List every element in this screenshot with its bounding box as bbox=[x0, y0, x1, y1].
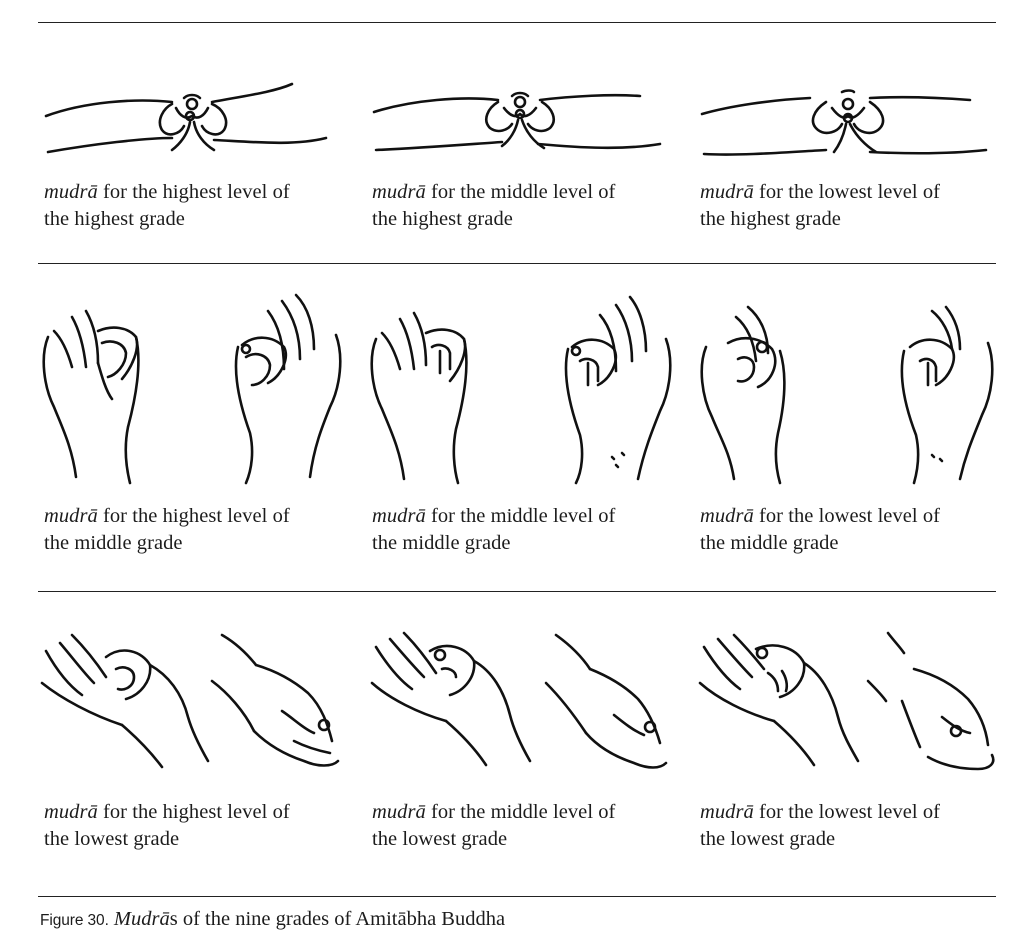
caption: mudrā for the lowest level of the highes… bbox=[700, 179, 1000, 233]
caption-mudra-term: mudrā bbox=[700, 505, 754, 527]
meditation-hands-icon bbox=[44, 68, 344, 168]
caption-text-line2: the middle grade bbox=[700, 532, 839, 554]
caption: mudrā for the lowest level of the middle… bbox=[700, 503, 1000, 557]
mudra-cell-middle-middle: mudrā for the middle level of the middle… bbox=[344, 263, 674, 591]
row-highest-grade: mudrā for the highest level of the highe… bbox=[0, 22, 1027, 262]
lowered-hands-pair-icon bbox=[360, 621, 680, 781]
caption: mudrā for the middle level of the highes… bbox=[372, 179, 672, 233]
caption-text-line2: the middle grade bbox=[372, 532, 511, 554]
caption: mudrā for the highest level of the middl… bbox=[44, 503, 344, 557]
caption-text: for the middle level of bbox=[425, 801, 616, 823]
caption: mudrā for the middle level of the lowest… bbox=[372, 799, 672, 853]
caption-text-line2: the highest grade bbox=[44, 208, 185, 230]
caption: mudrā for the highest level of the lowes… bbox=[44, 799, 344, 853]
caption-text: for the middle level of bbox=[425, 505, 616, 527]
bottom-rule bbox=[38, 896, 996, 897]
figure-caption-text: s of the nine grades of Amitābha Buddha bbox=[169, 908, 506, 930]
row-divider-2 bbox=[38, 591, 996, 592]
caption-text: for the highest level of bbox=[97, 801, 290, 823]
caption-text: for the lowest level of bbox=[753, 505, 941, 527]
figure-caption-term: Mudrā bbox=[113, 908, 170, 930]
mudra-cell-lowest-highest: mudrā for the highest level of the lowes… bbox=[16, 591, 346, 896]
caption: mudrā for the middle level of the middle… bbox=[372, 503, 672, 557]
row-divider-1 bbox=[38, 263, 996, 264]
mudra-cell-highest-lowest: mudrā for the lowest level of the highes… bbox=[672, 22, 1002, 262]
caption-text: for the lowest level of bbox=[753, 181, 941, 203]
mudra-cell-lowest-lowest: mudrā for the lowest level of the lowest… bbox=[672, 591, 1002, 896]
caption-mudra-term: mudrā bbox=[700, 801, 754, 823]
lowered-hands-pair-icon bbox=[688, 621, 1008, 781]
caption-text: for the lowest level of bbox=[753, 801, 941, 823]
caption-text-line2: the lowest grade bbox=[700, 828, 836, 850]
top-rule bbox=[38, 22, 996, 23]
meditation-hands-icon bbox=[700, 68, 1000, 168]
caption-mudra-term: mudrā bbox=[372, 181, 426, 203]
raised-hands-pair-icon bbox=[360, 287, 680, 487]
mudra-cell-middle-highest: mudrā for the highest level of the middl… bbox=[16, 263, 346, 591]
row-lowest-grade: mudrā for the highest level of the lowes… bbox=[0, 591, 1027, 896]
caption-mudra-term: mudrā bbox=[700, 181, 754, 203]
caption-mudra-term: mudrā bbox=[44, 181, 98, 203]
caption-text-line2: the highest grade bbox=[372, 208, 513, 230]
caption: mudrā for the lowest level of the lowest… bbox=[700, 799, 1000, 853]
figure-caption: Figure 30. Mudrās of the nine grades of … bbox=[40, 908, 505, 931]
figure-label: Figure 30. bbox=[40, 912, 109, 929]
caption-text-line2: the lowest grade bbox=[44, 828, 180, 850]
row-middle-grade: mudrā for the highest level of the middl… bbox=[0, 263, 1027, 591]
caption-text-line2: the lowest grade bbox=[372, 828, 508, 850]
caption-mudra-term: mudrā bbox=[372, 801, 426, 823]
raised-hands-pair-icon bbox=[32, 287, 352, 487]
raised-hands-pair-icon bbox=[688, 287, 1008, 487]
caption: mudrā for the highest level of the highe… bbox=[44, 179, 344, 233]
caption-mudra-term: mudrā bbox=[372, 505, 426, 527]
mudra-cell-highest-middle: mudrā for the middle level of the highes… bbox=[344, 22, 674, 262]
caption-text: for the highest level of bbox=[97, 181, 290, 203]
meditation-hands-icon bbox=[372, 68, 672, 168]
caption-text-line2: the middle grade bbox=[44, 532, 183, 554]
caption-mudra-term: mudrā bbox=[44, 505, 98, 527]
caption-text: for the highest level of bbox=[97, 505, 290, 527]
lowered-hands-pair-icon bbox=[32, 621, 352, 781]
caption-text-line2: the highest grade bbox=[700, 208, 841, 230]
caption-text: for the middle level of bbox=[425, 181, 616, 203]
mudra-cell-middle-lowest: mudrā for the lowest level of the middle… bbox=[672, 263, 1002, 591]
mudra-cell-highest-highest: mudrā for the highest level of the highe… bbox=[16, 22, 346, 262]
mudra-cell-lowest-middle: mudrā for the middle level of the lowest… bbox=[344, 591, 674, 896]
caption-mudra-term: mudrā bbox=[44, 801, 98, 823]
